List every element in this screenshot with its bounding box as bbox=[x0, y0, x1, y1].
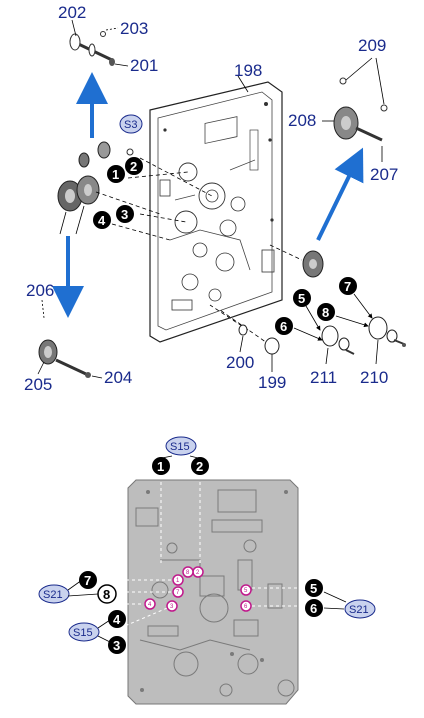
label-198: 198 bbox=[234, 61, 262, 80]
gear-shaft-assembly-202 bbox=[69, 31, 115, 66]
screw-mark-4: 4 bbox=[144, 598, 156, 610]
label-210: 210 bbox=[360, 368, 388, 387]
svg-text:7: 7 bbox=[176, 590, 180, 596]
callout-s21-right: S21 bbox=[344, 599, 376, 619]
svg-text:4: 4 bbox=[98, 213, 106, 228]
plate-body bbox=[127, 479, 299, 705]
screw-mark-7: 7 bbox=[172, 586, 184, 598]
label-204: 204 bbox=[104, 368, 132, 387]
leader-198 bbox=[237, 75, 249, 93]
step-marker-7: 7 bbox=[339, 277, 357, 295]
bushing-210 bbox=[368, 316, 406, 347]
label-206: 206 bbox=[26, 281, 54, 300]
gear-shaft-assembly-205 bbox=[38, 339, 91, 378]
label-211: 211 bbox=[310, 368, 337, 387]
svg-text:5: 5 bbox=[244, 588, 248, 594]
small-gear-pieces bbox=[78, 141, 111, 168]
svg-text:S3: S3 bbox=[124, 119, 137, 131]
svg-text:2: 2 bbox=[130, 159, 137, 174]
washer-200 bbox=[238, 324, 248, 336]
svg-text:1: 1 bbox=[176, 578, 180, 584]
svg-text:3: 3 bbox=[170, 604, 174, 610]
callout-s3: S3 bbox=[119, 114, 143, 134]
screw-marks: 1 2 3 4 5 6 7 bbox=[144, 566, 252, 612]
step-marker-8: 8 bbox=[317, 303, 335, 321]
svg-text:6: 6 bbox=[244, 604, 248, 610]
svg-text:S15: S15 bbox=[73, 627, 93, 639]
label-199: 199 bbox=[258, 373, 286, 392]
plate-step-1: 1 bbox=[152, 457, 170, 475]
screw-mark-2: 2 bbox=[192, 566, 204, 578]
screw-mark-3: 3 bbox=[166, 600, 178, 612]
label-201: 201 bbox=[130, 56, 158, 75]
callout-s15-left: S15 bbox=[68, 622, 100, 642]
svg-text:3: 3 bbox=[113, 638, 120, 653]
arrow-diagonal-blue bbox=[316, 147, 364, 241]
plate-step-4: 4 bbox=[108, 610, 126, 628]
label-202: 202 bbox=[58, 3, 86, 22]
svg-text:1: 1 bbox=[157, 459, 164, 474]
label-200: 200 bbox=[226, 353, 254, 372]
svg-text:7: 7 bbox=[344, 279, 351, 294]
step-marker-4: 4 bbox=[93, 211, 111, 229]
svg-text:8: 8 bbox=[103, 587, 110, 602]
frame-plate-198 bbox=[149, 81, 283, 343]
step-marker-1: 1 bbox=[107, 165, 125, 183]
svg-text:2: 2 bbox=[196, 459, 203, 474]
gear-208 bbox=[333, 77, 388, 142]
svg-text:S21: S21 bbox=[43, 589, 63, 601]
plate-view: S15 1 2 S21 7 8 S15 bbox=[38, 436, 376, 705]
plate-step-3: 3 bbox=[108, 636, 126, 654]
label-207: 207 bbox=[370, 165, 398, 184]
svg-text:2: 2 bbox=[196, 570, 200, 576]
screw-icon bbox=[126, 148, 134, 156]
double-gear-large bbox=[57, 175, 100, 212]
svg-text:5: 5 bbox=[310, 581, 317, 596]
svg-text:5: 5 bbox=[298, 291, 305, 306]
screw-mark-8: 8 bbox=[182, 566, 194, 578]
svg-text:6: 6 bbox=[280, 319, 287, 334]
bushing-211 bbox=[321, 325, 355, 355]
gear-on-frame bbox=[302, 250, 324, 278]
svg-text:3: 3 bbox=[121, 207, 128, 222]
label-209: 209 bbox=[358, 36, 386, 55]
plate-step-2: 2 bbox=[191, 457, 209, 475]
label-208: 208 bbox=[288, 111, 316, 130]
svg-text:S21: S21 bbox=[349, 604, 369, 616]
screw-mark-1: 1 bbox=[172, 574, 184, 586]
svg-text:8: 8 bbox=[322, 305, 329, 320]
plate-step-8: 8 bbox=[97, 584, 117, 604]
svg-text:6: 6 bbox=[310, 601, 317, 616]
plate-step-6: 6 bbox=[305, 599, 323, 617]
exploded-view: 198 202 203 201 S3 bbox=[24, 3, 406, 394]
plate-step-5: 5 bbox=[305, 579, 323, 597]
step-marker-5: 5 bbox=[293, 289, 311, 307]
screw-mark-6: 6 bbox=[240, 600, 252, 612]
ring-199 bbox=[264, 337, 280, 355]
screw-mark-5: 5 bbox=[240, 584, 252, 596]
svg-text:8: 8 bbox=[186, 570, 190, 576]
svg-text:S15: S15 bbox=[170, 441, 190, 453]
step-marker-6: 6 bbox=[275, 317, 293, 335]
svg-text:7: 7 bbox=[84, 573, 91, 588]
callout-s15-top: S15 bbox=[165, 436, 197, 456]
step-marker-2: 2 bbox=[125, 157, 143, 175]
svg-text:4: 4 bbox=[113, 612, 121, 627]
label-205: 205 bbox=[24, 375, 52, 394]
svg-text:1: 1 bbox=[112, 167, 119, 182]
plate-step-7: 7 bbox=[79, 571, 97, 589]
label-203: 203 bbox=[120, 19, 148, 38]
step-marker-3: 3 bbox=[116, 205, 134, 223]
callout-s21-left: S21 bbox=[38, 584, 70, 604]
svg-text:4: 4 bbox=[148, 602, 152, 608]
